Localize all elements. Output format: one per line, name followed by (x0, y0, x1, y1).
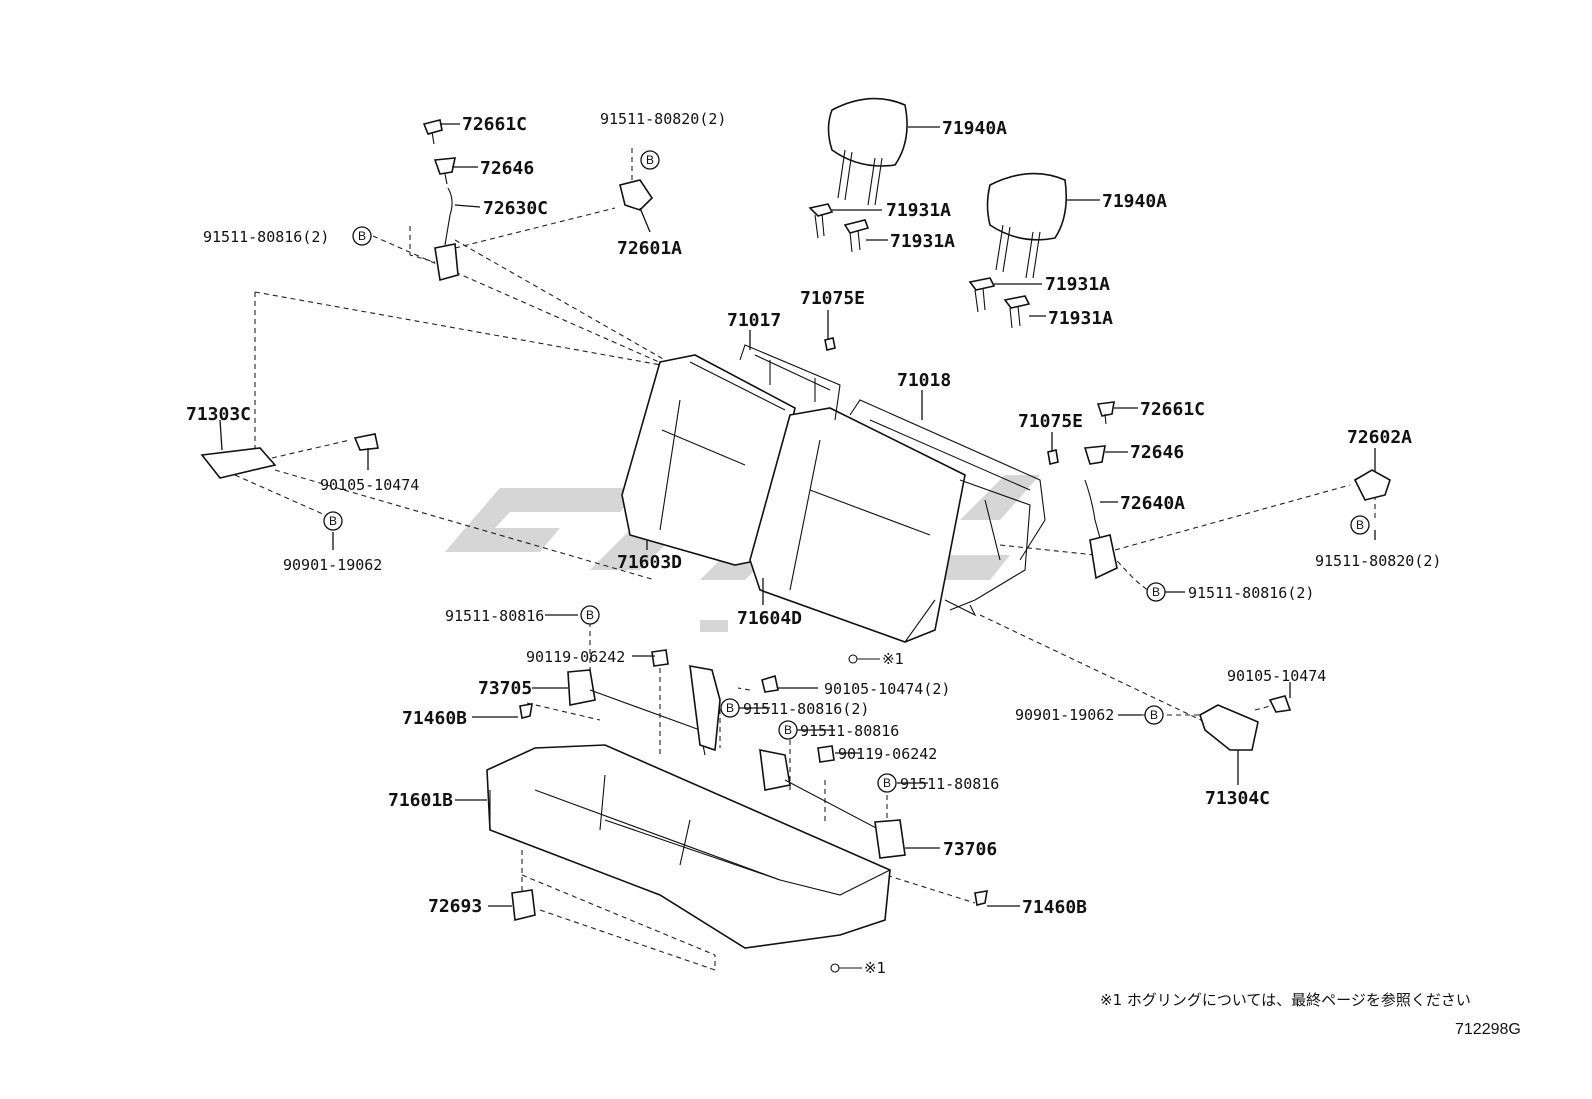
label-90105-10474-right: 90105-10474 (1227, 667, 1326, 685)
svg-text:B: B (358, 229, 366, 243)
svg-text:B: B (1356, 518, 1364, 532)
label-90105-10474-left: 90105-10474 (320, 476, 419, 494)
badge-b-10: B (1144, 705, 1164, 725)
label-71940A-left: 71940A (942, 118, 1007, 139)
label-71931A-4: 71931A (1048, 308, 1113, 329)
label-72602A: 72602A (1347, 427, 1412, 448)
svg-text:B: B (726, 701, 734, 715)
badge-b-6: B (778, 720, 798, 740)
label-72693: 72693 (428, 896, 482, 917)
badge-b-2: B (640, 150, 660, 170)
svg-text:B: B (883, 776, 891, 790)
svg-text:B: B (586, 608, 594, 622)
badge-b-5: B (720, 698, 740, 718)
fasteners (200, 119, 1391, 921)
label-72630C: 72630C (483, 198, 548, 219)
label-71017: 71017 (727, 310, 781, 331)
label-71075E-right: 71075E (1018, 411, 1083, 432)
belt-bracket-73705 (567, 665, 721, 756)
label-71931A-1: 71931A (886, 200, 951, 221)
badge-b-1: B (352, 226, 372, 246)
label-91511-80820-2-left: 91511-80820(2) (600, 110, 726, 128)
badge-b-9: B (1146, 582, 1166, 602)
label-91511-80816-b: 91511-80816 (800, 722, 899, 740)
label-hog-ring-ref-2: ※1 (864, 959, 886, 977)
label-71460B-left: 71460B (402, 708, 467, 729)
label-hog-ring-ref-1: ※1 (882, 650, 904, 668)
svg-text:B: B (329, 514, 337, 528)
headrest-left-71940A (827, 97, 908, 206)
headrest-guides (808, 203, 1031, 329)
label-72601A: 72601A (617, 238, 682, 259)
label-71603D: 71603D (617, 552, 682, 573)
label-90119-06242-right: 90119-06242 (838, 745, 937, 763)
label-71303C: 71303C (186, 404, 251, 425)
label-72646-left: 72646 (480, 158, 534, 179)
seat-frame-71017 (739, 344, 841, 421)
badge-b-4: B (580, 605, 600, 625)
label-90901-19062-right: 90901-19062 (1015, 706, 1114, 724)
label-91511-80816-2-center: 91511-80816(2) (743, 700, 869, 718)
footnote: ※1 ホグリングについては、最終ページを参照ください (1100, 991, 1471, 1009)
label-91511-80816-2-left: 91511-80816(2) (203, 228, 329, 246)
label-71601B: 71601B (388, 790, 453, 811)
label-90901-19062-left: 90901-19062 (283, 556, 382, 574)
hog-ring-symbols (830, 654, 880, 973)
label-71931A-3: 71931A (1045, 274, 1110, 295)
label-72640A: 72640A (1120, 493, 1185, 514)
label-71604D: 71604D (737, 608, 802, 629)
dashed-leader-lines (234, 148, 1376, 971)
label-71931A-2: 71931A (890, 231, 955, 252)
svg-text:B: B (784, 723, 792, 737)
belt-bracket-73706 (759, 748, 906, 859)
headrest-right-71940A (986, 172, 1068, 279)
seat-cushion-71601B (486, 744, 891, 949)
label-71940A-right: 71940A (1102, 191, 1167, 212)
label-91511-80816-c: 91511-80816 (900, 775, 999, 793)
label-71304C: 71304C (1205, 788, 1270, 809)
diagram-code: 712298G (1455, 1021, 1521, 1038)
svg-text:B: B (1152, 585, 1160, 599)
label-72646-right: 72646 (1130, 442, 1184, 463)
label-91511-80816-a: 91511-80816 (445, 607, 544, 625)
label-72661C-left: 72661C (462, 114, 527, 135)
svg-text:B: B (1150, 708, 1158, 722)
label-72661C-right: 72661C (1140, 399, 1205, 420)
badge-b-3: B (323, 511, 343, 531)
label-91511-80820-2-right: 91511-80820(2) (1315, 552, 1441, 570)
badge-b-8: B (1350, 515, 1370, 535)
label-71075E-left: 71075E (800, 288, 865, 309)
label-73706: 73706 (943, 839, 997, 860)
seat-back-right-71604D (749, 407, 966, 643)
badge-b-7: B (877, 773, 897, 793)
label-73705: 73705 (478, 678, 532, 699)
label-71460B-right: 71460B (1022, 897, 1087, 918)
label-90119-06242-left: 90119-06242 (526, 648, 625, 666)
part-labels: 72661C 72646 72630C 91511-80816(2) 91511… (186, 110, 1441, 977)
label-leader-lines (219, 123, 1376, 907)
seat-back-left-71603D (621, 354, 796, 566)
label-91511-80816-2-right: 91511-80816(2) (1188, 584, 1314, 602)
label-90105-10474-2: 90105-10474(2) (824, 680, 950, 698)
label-71018: 71018 (897, 370, 951, 391)
seat-frame-71018 (849, 399, 1046, 617)
svg-text:B: B (646, 153, 654, 167)
